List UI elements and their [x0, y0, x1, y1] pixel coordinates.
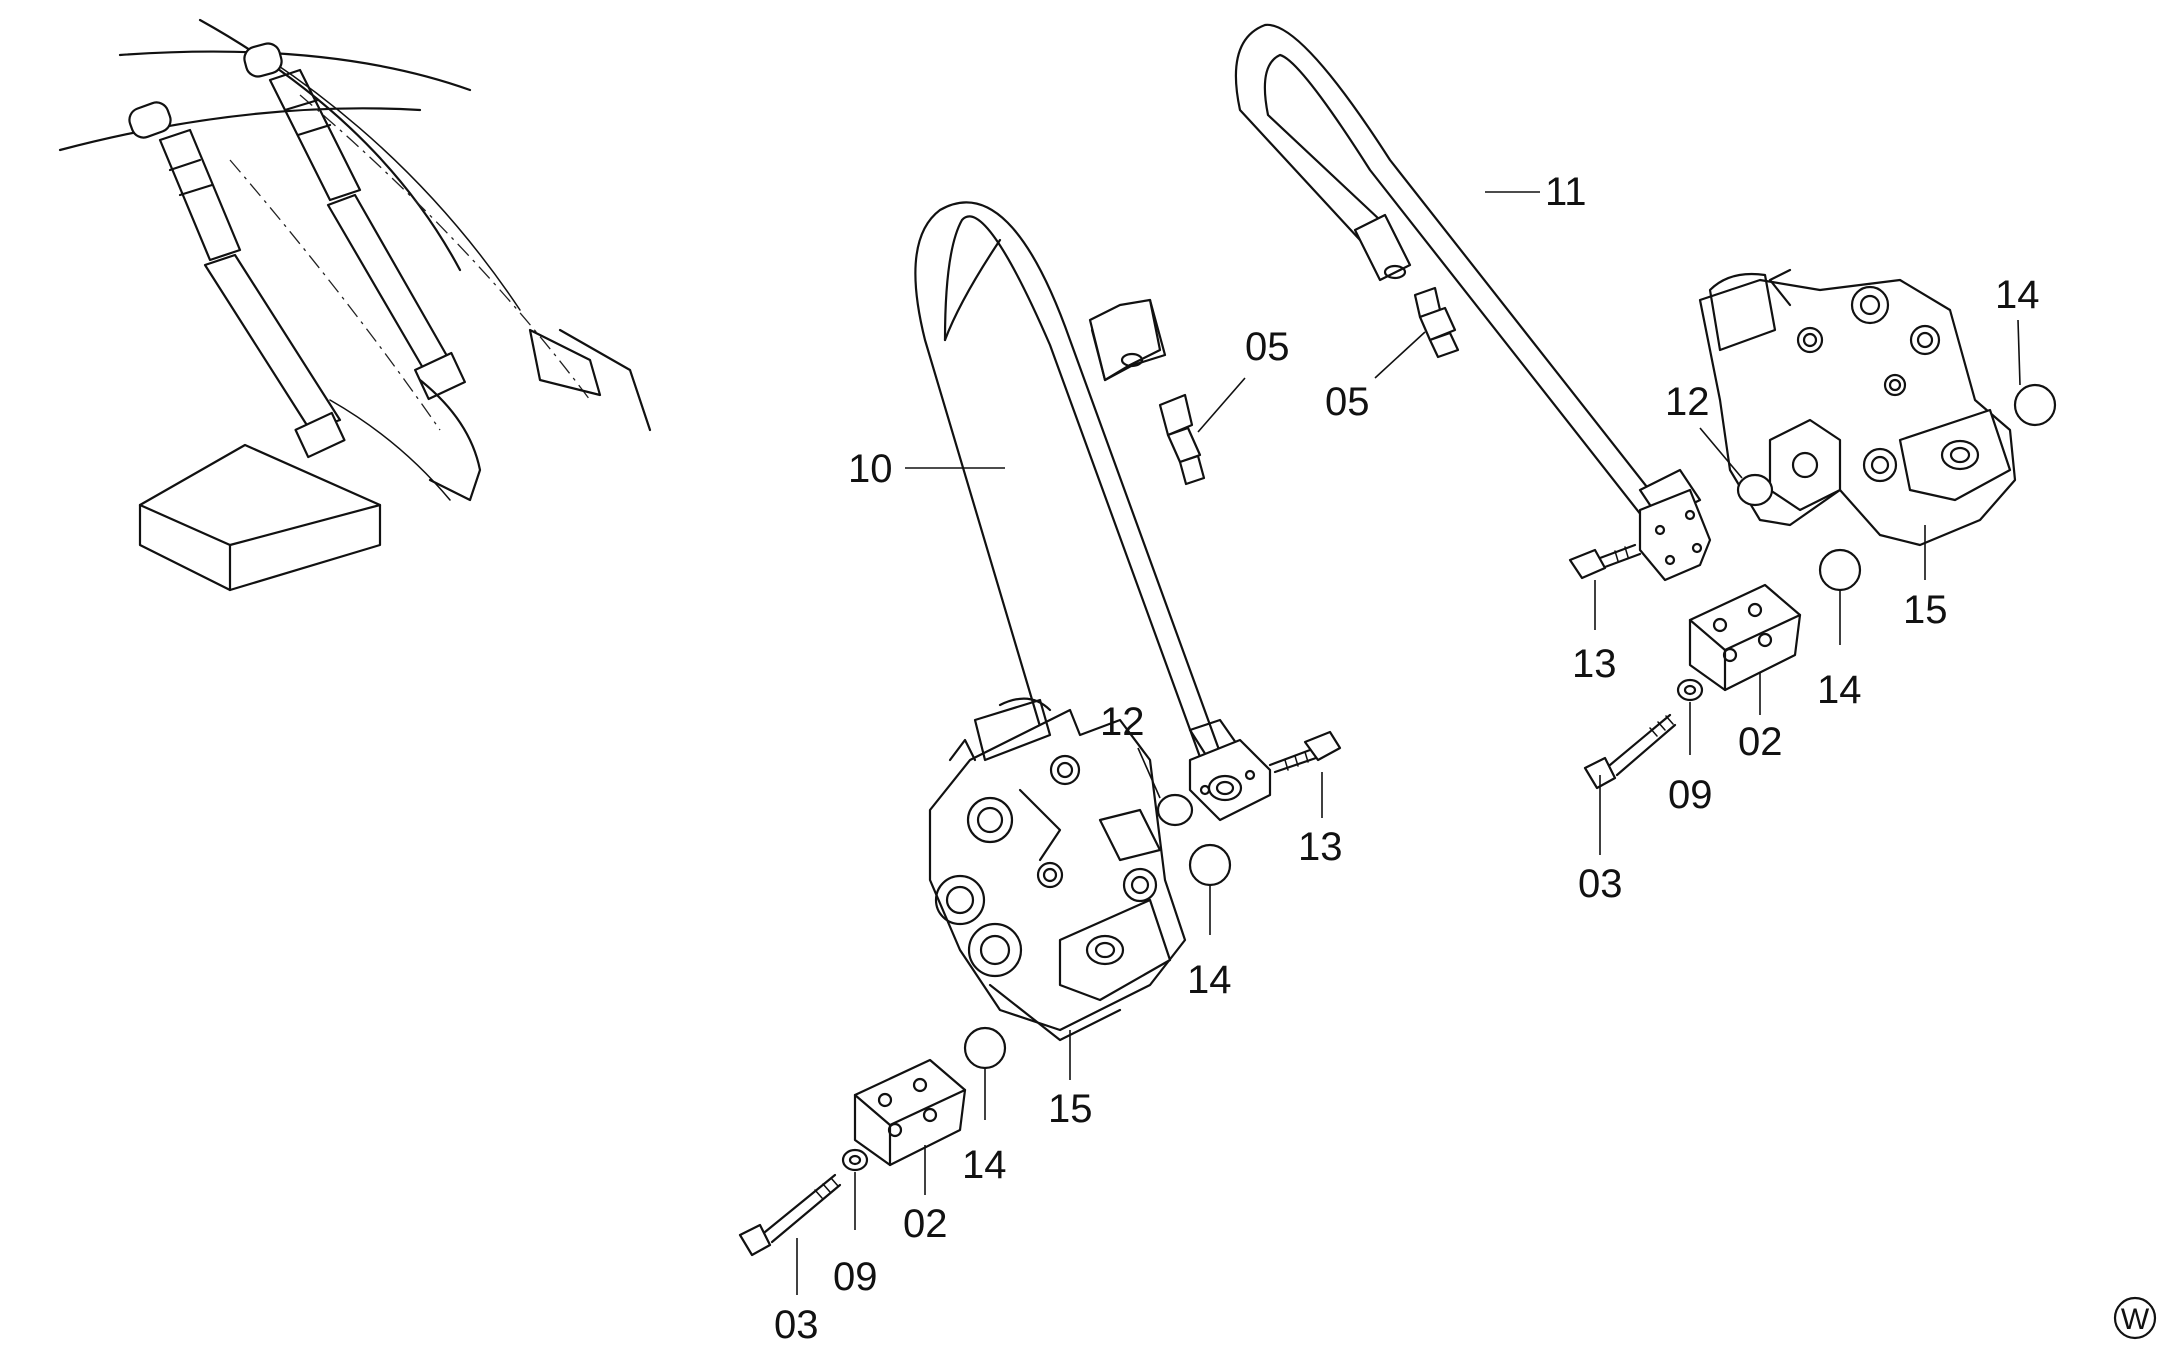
hose-10: [914, 201, 1257, 792]
bolt-13-right: [1568, 543, 1642, 580]
callout-12-left: 12: [1100, 700, 1145, 744]
flange-hose-10: [1188, 738, 1272, 822]
callout-12-right: 12: [1665, 380, 1710, 424]
seal-ring-12-left: [1156, 793, 1194, 827]
callout-14-left-upper: 14: [1187, 958, 1232, 1002]
hose-11: [1234, 23, 1702, 522]
plate-02-right: [1688, 583, 1802, 692]
callout-05-right: 05: [1325, 380, 1370, 424]
seal-ring-14-left-lower: [963, 1026, 1007, 1070]
callout-02-right: 02: [1738, 720, 1783, 764]
leader-lines: [796, 191, 2021, 1295]
callout-09-left: 09: [833, 1255, 878, 1299]
bolt-03-right: [1583, 713, 1677, 790]
callout-14-right-lower: 14: [1817, 668, 1862, 712]
callout-13-left: 13: [1298, 825, 1343, 869]
cylinder-left: [128, 101, 346, 459]
cylinder-right: [243, 42, 466, 401]
plate-02-left: [853, 1058, 967, 1167]
callout-02-left: 02: [903, 1202, 948, 1246]
callout-labels: 10 11 05 05 12 12 13 13 14 14 14 14 15 1…: [774, 170, 2040, 1347]
washer-09-left: [841, 1148, 869, 1172]
valve-block-left: [928, 697, 1187, 1042]
callout-03-right: 03: [1578, 862, 1623, 906]
corner-mark: W: [2113, 1296, 2157, 1340]
seal-ring-14-right-upper: [2013, 383, 2057, 427]
washer-09-right: [1676, 678, 1704, 702]
seal-ring-14-left-upper: [1188, 843, 1232, 887]
callout-14-left-lower: 14: [962, 1143, 1007, 1187]
bolt-03-left: [738, 1173, 842, 1257]
valve-block-right: [1698, 268, 2017, 547]
fitting-05-left: [1158, 393, 1206, 486]
callout-09-right: 09: [1668, 773, 1713, 817]
callout-03-left: 03: [774, 1303, 819, 1347]
callout-14-right-upper: 14: [1995, 273, 2040, 317]
overview-inset: [58, 18, 652, 592]
callout-05-left: 05: [1245, 325, 1290, 369]
fitting-05-right: [1413, 286, 1460, 359]
seal-ring-14-right-lower: [1818, 548, 1862, 592]
seal-ring-12-right: [1736, 473, 1774, 507]
callout-13-right: 13: [1572, 642, 1617, 686]
corner-mark-letter: W: [2121, 1303, 2150, 1336]
callout-11: 11: [1545, 170, 1587, 214]
bolt-13-left: [1268, 730, 1342, 774]
callout-15-right: 15: [1903, 588, 1948, 632]
callout-15-left: 15: [1048, 1087, 1093, 1131]
flange-hose-11: [1638, 488, 1712, 582]
callout-10: 10: [848, 447, 893, 491]
